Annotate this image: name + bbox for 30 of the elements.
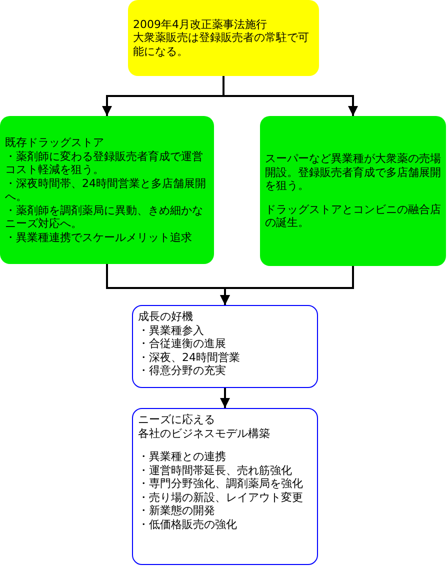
- node-text: ニーズに応える: [138, 413, 216, 426]
- node-text: 既存ドラッグストア: [5, 136, 105, 150]
- node-text: ・深夜、24時間営業: [138, 350, 241, 364]
- node-text: ・合従連衡の進展: [138, 337, 227, 350]
- node-text: 各社のビジネスモデル構築: [138, 426, 271, 440]
- node-text: スーパーなど異業種が大衆薬の売場開設。登録販売者育成で多店舗展開を狙う。: [265, 152, 441, 193]
- node-text: ・薬剤師に変わる登録販売者育成で運営コスト軽減を狙う。: [5, 150, 204, 176]
- node-text: ・異業種参入: [138, 324, 205, 337]
- process-box: [0, 116, 214, 264]
- node-text: ドラッグストアとコンビニの融合店の誕生。: [265, 202, 441, 230]
- event-box: [128, 0, 319, 76]
- node-text: 2009年4月改正薬事法施行: [133, 18, 268, 32]
- process-box: [260, 116, 446, 266]
- node-text: ・新業態の開発: [138, 504, 216, 518]
- result-box: [132, 305, 318, 388]
- node-text: ・運営時間帯延長、売れ筋強化: [138, 464, 293, 477]
- node-text: ・低価格販売の強化: [138, 518, 238, 531]
- node-text: ・異業種との連携: [138, 450, 227, 464]
- node-text: ・薬剤師を調剤薬局に異動、きめ細かなニーズ対応へ。: [5, 204, 204, 230]
- node-text: 成長の好機: [138, 310, 194, 324]
- arrow: [220, 266, 354, 305]
- node-text: 大衆薬販売は登録販売者の常駐で可能になる。: [133, 31, 310, 58]
- arrow: [220, 388, 230, 408]
- node-text: ・専門分野強化、調剤薬局を強化: [138, 477, 304, 490]
- node-text: ・得意分野の充実: [138, 364, 227, 378]
- node-text: ・売り場の新設、レイアウト変更: [138, 490, 304, 504]
- arrow: [222, 76, 358, 116]
- node-text: ・異業種連携でスケールメリット追求: [5, 230, 193, 244]
- result-box: [132, 408, 318, 565]
- node-text: ・深夜時間帯、24時間営業と多店舗展開へ。: [5, 176, 207, 204]
